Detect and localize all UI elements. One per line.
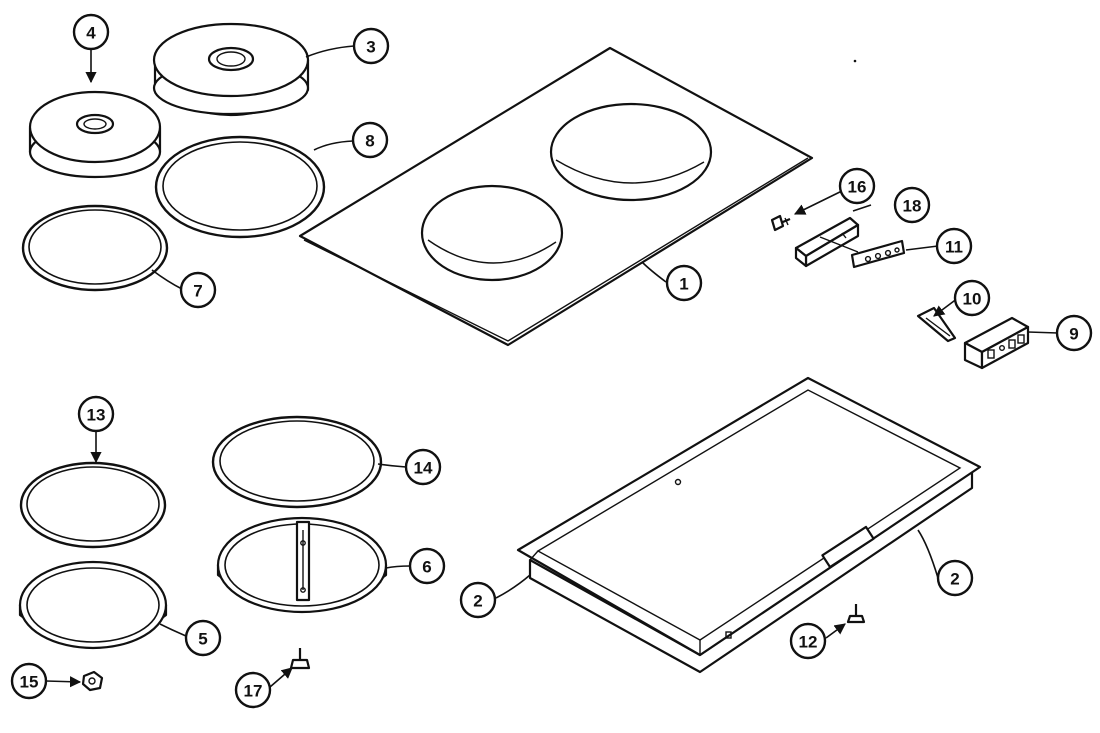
callout-5-label: 5 <box>198 630 207 649</box>
callout-6: 6 <box>408 547 446 585</box>
plate-11 <box>850 239 906 269</box>
callout-13: 13 <box>77 395 115 433</box>
large-surface-burner <box>152 22 310 117</box>
callout-11-label: 11 <box>945 238 963 257</box>
callout-3-label: 3 <box>366 38 375 57</box>
callout-16-label: 16 <box>848 178 867 197</box>
screw-16 <box>770 214 791 232</box>
callout-10: 10 <box>953 279 991 317</box>
callout-15-label: 15 <box>20 673 39 692</box>
ring-13 <box>19 461 167 549</box>
callout-11: 11 <box>935 227 973 265</box>
callout-2-right-label: 2 <box>950 570 959 589</box>
callout-17: 17 <box>234 671 272 709</box>
callout-2-left: 2 <box>459 581 497 619</box>
callout-8: 8 <box>351 121 389 159</box>
callout-1: 1 <box>665 264 703 302</box>
callout-5: 5 <box>184 619 222 657</box>
callout-10-label: 10 <box>963 290 982 309</box>
callout-2-right: 2 <box>936 559 974 597</box>
ring-14 <box>211 415 383 509</box>
screw-12 <box>846 604 866 624</box>
callout-9-label: 9 <box>1069 325 1078 344</box>
callout-18: 18 <box>893 186 931 224</box>
callout-12-label: 12 <box>799 633 818 652</box>
small-trim-ring <box>21 204 169 292</box>
callout-14-label: 14 <box>414 459 433 478</box>
cooktop-glass-panel <box>298 46 814 347</box>
callout-18-label: 18 <box>903 197 922 216</box>
callout-9: 9 <box>1055 314 1093 352</box>
callout-8-label: 8 <box>365 132 374 151</box>
callout-13-label: 13 <box>87 406 106 425</box>
speck <box>853 59 857 63</box>
callout-1-label: 1 <box>679 275 688 294</box>
callout-4-label: 4 <box>86 24 96 43</box>
callout-14: 14 <box>404 448 442 486</box>
ring-5 <box>18 560 168 650</box>
callout-4: 4 <box>72 13 110 51</box>
small-surface-burner <box>28 90 162 179</box>
leader-lines <box>45 45 1059 688</box>
bracket-18 <box>794 216 860 268</box>
callout-3: 3 <box>352 27 390 65</box>
screw-17 <box>289 648 311 670</box>
callout-7: 7 <box>179 271 217 309</box>
large-trim-ring <box>154 135 326 239</box>
callout-7-label: 7 <box>193 282 202 301</box>
nut-15 <box>81 670 104 692</box>
callout-6-label: 6 <box>422 558 431 577</box>
control-block-9 <box>963 316 1030 370</box>
burner-box-pan <box>516 376 982 674</box>
callout-17-label: 17 <box>244 682 263 701</box>
callout-12: 12 <box>789 622 827 660</box>
callout-2-left-label: 2 <box>473 592 482 611</box>
callout-15: 15 <box>10 662 48 700</box>
clip-10 <box>916 306 957 343</box>
ring-6-with-bracket <box>216 516 388 614</box>
callout-16: 16 <box>838 167 876 205</box>
